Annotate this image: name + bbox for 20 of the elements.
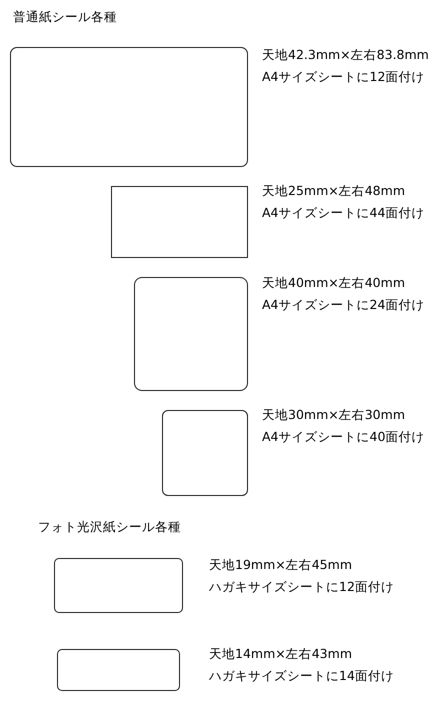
- label-sheet-box: [162, 410, 248, 496]
- size-caption: 天地30mm×左右30mm: [262, 407, 405, 422]
- size-caption: A4サイズシートに44面付け: [262, 205, 424, 220]
- label-sheet-box: [57, 649, 180, 691]
- size-caption: A4サイズシートに40面付け: [262, 429, 424, 444]
- label-sheet-box: [10, 47, 248, 167]
- size-caption: ハガキサイズシートに12面付け: [209, 579, 394, 594]
- size-caption: A4サイズシートに12面付け: [262, 69, 424, 84]
- section-heading: 普通紙シール各種: [13, 9, 117, 24]
- label-sheet-box: [111, 186, 248, 258]
- label-sheet-box: [54, 558, 183, 613]
- size-caption: A4サイズシートに24面付け: [262, 297, 424, 312]
- size-caption: 天地25mm×左右48mm: [262, 183, 405, 198]
- label-sheet-box: [134, 277, 248, 391]
- size-caption: 天地19mm×左右45mm: [209, 557, 352, 572]
- size-caption: ハガキサイズシートに14面付け: [209, 668, 394, 683]
- size-caption: 天地42.3mm×左右83.8mm: [262, 47, 429, 62]
- section-heading: フォト光沢紙シール各種: [38, 519, 181, 534]
- size-caption: 天地40mm×左右40mm: [262, 275, 405, 290]
- size-caption: 天地14mm×左右43mm: [209, 646, 352, 661]
